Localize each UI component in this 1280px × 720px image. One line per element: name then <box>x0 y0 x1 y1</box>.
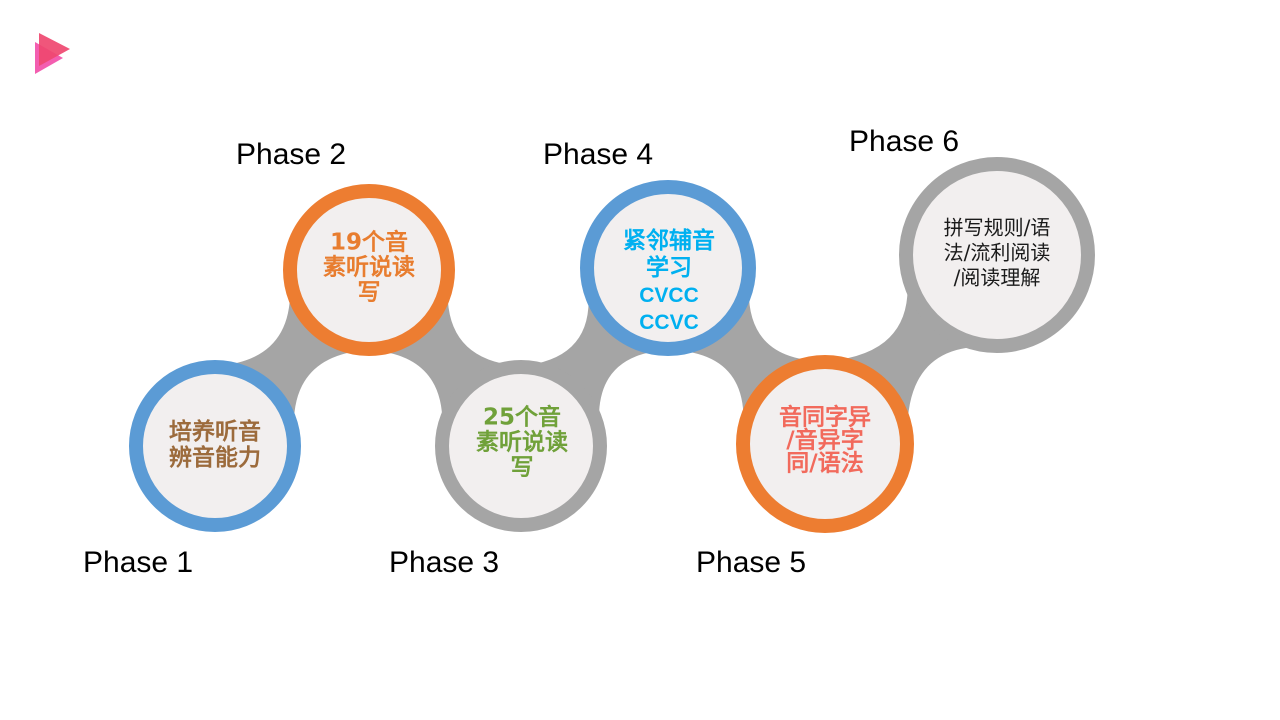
phase-5-label: Phase 5 <box>696 546 807 579</box>
phase-6-text-line: 法/流利阅读 <box>943 240 1051 265</box>
phase-4-circle <box>580 180 756 356</box>
play-triangle-icon <box>35 33 70 74</box>
phase-1-text: 培养听音 辨音能力 <box>135 419 295 471</box>
phase-1-text-line: 培养听音 <box>169 419 261 445</box>
phase-5-text-line: /音异字 <box>786 427 864 454</box>
phase-4-text-line: CVCC <box>639 284 699 307</box>
phase-2-circle <box>283 184 455 356</box>
phase-2-text-line: 素听说读 <box>323 254 415 281</box>
phase-2-text: 19个音 素听说读 写 <box>289 229 449 306</box>
phase-3-text-line: 素听说读 <box>476 429 568 456</box>
phase-3-text-line: 写 <box>510 454 534 481</box>
phase-6-text-line: 拼写规则/语 <box>943 215 1051 240</box>
phase-5-text-line: 音同字异 <box>779 404 871 431</box>
phase-6-text: 拼写规则/语 法/流利阅读 /阅读理解 <box>917 216 1077 291</box>
phase-6-label: Phase 6 <box>849 125 960 158</box>
phase-3-text: 25个音 素听说读 写 <box>442 404 602 481</box>
phase-6-circle <box>899 157 1095 353</box>
phase-4-text-line: CCVC <box>639 311 699 334</box>
phase-2-text-line: 19个音 <box>329 229 408 256</box>
phase-4-label: Phase 4 <box>543 138 654 171</box>
phase-4-text-line: 紧邻辅音 <box>623 228 715 254</box>
phase-5-circle <box>736 355 914 533</box>
phase-4-text-line: 学习 <box>646 255 692 281</box>
phase-3-circle <box>435 360 607 532</box>
phase-1-label: Phase 1 <box>83 546 194 579</box>
phase-3-label: Phase 3 <box>389 546 500 579</box>
phase-circles <box>129 157 1095 533</box>
phase-6-text-line: /阅读理解 <box>953 265 1041 290</box>
phase-2-text-line: 写 <box>357 279 381 306</box>
phase-5-text-line: 同/语法 <box>786 450 864 477</box>
phase-1-text-line: 辨音能力 <box>169 445 261 471</box>
phase-2-label: Phase 2 <box>236 138 347 171</box>
phase-4-text: 紧邻辅音 学习 CVCC CCVC <box>589 228 749 336</box>
phase-3-text-line: 25个音 <box>482 404 561 431</box>
phase-5-text: 音同字异 /音异字 同/语法 <box>745 404 905 477</box>
logo-triangle-front <box>39 33 70 66</box>
phase-1-circle <box>129 360 301 532</box>
